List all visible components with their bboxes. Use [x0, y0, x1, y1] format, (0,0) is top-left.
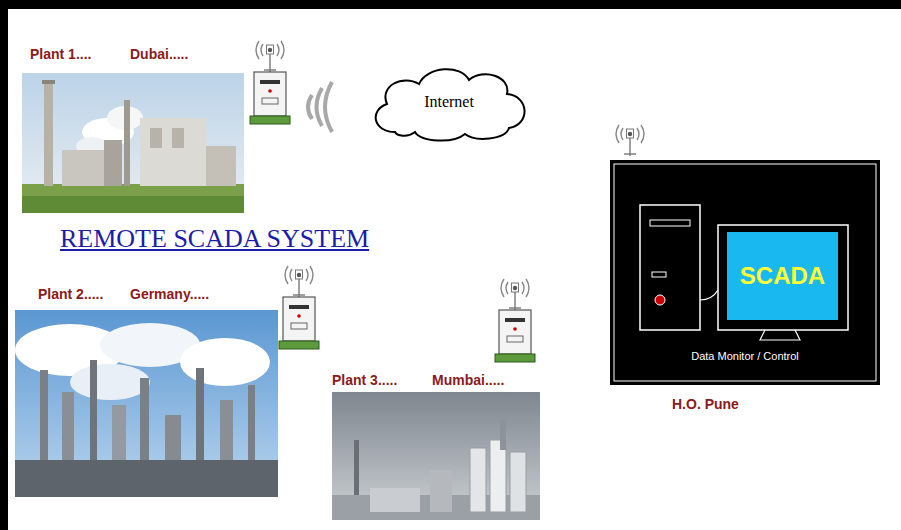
- plant-location: Germany.....: [130, 286, 209, 302]
- cloud-shape: [376, 69, 525, 140]
- frame-bar: [0, 0, 8, 530]
- plant-name: Plant 1....: [30, 46, 91, 62]
- modem-device: [250, 41, 290, 124]
- office-name: H.O. Pune: [672, 396, 739, 412]
- frame-bar: [0, 0, 901, 9]
- computer-illustration: [610, 160, 880, 385]
- plant-photo: [22, 73, 244, 213]
- antenna-icon: [616, 125, 644, 156]
- wireless-waves: [308, 82, 332, 132]
- plant-site: Plant 3..... Mumbai.....: [330, 370, 540, 522]
- cloud-label: Internet: [424, 93, 474, 111]
- plant-name: Plant 2.....: [38, 286, 103, 302]
- plant-location: Dubai.....: [130, 46, 188, 62]
- plant-photo: [15, 310, 278, 497]
- plant-site: Plant 2..... Germany.....: [15, 284, 278, 498]
- plant-name: Plant 3.....: [332, 372, 397, 388]
- head-office-panel: Data Monitor / ControlH.O. PuneSCADA: [610, 160, 880, 385]
- diagram-title: REMOTE SCADA SYSTEM: [60, 224, 369, 254]
- scada-screen: SCADA: [727, 232, 838, 320]
- internet-cloud: Internet: [365, 62, 533, 142]
- panel-caption: Data Monitor / Control: [610, 350, 880, 362]
- plant-photo: [332, 392, 540, 520]
- plant-location: Mumbai.....: [432, 372, 504, 388]
- screen-label: SCADA: [740, 262, 825, 290]
- modem-device: [279, 266, 319, 349]
- plant-site: Plant 1.... Dubai.....: [22, 44, 244, 214]
- modem-device: [495, 279, 535, 362]
